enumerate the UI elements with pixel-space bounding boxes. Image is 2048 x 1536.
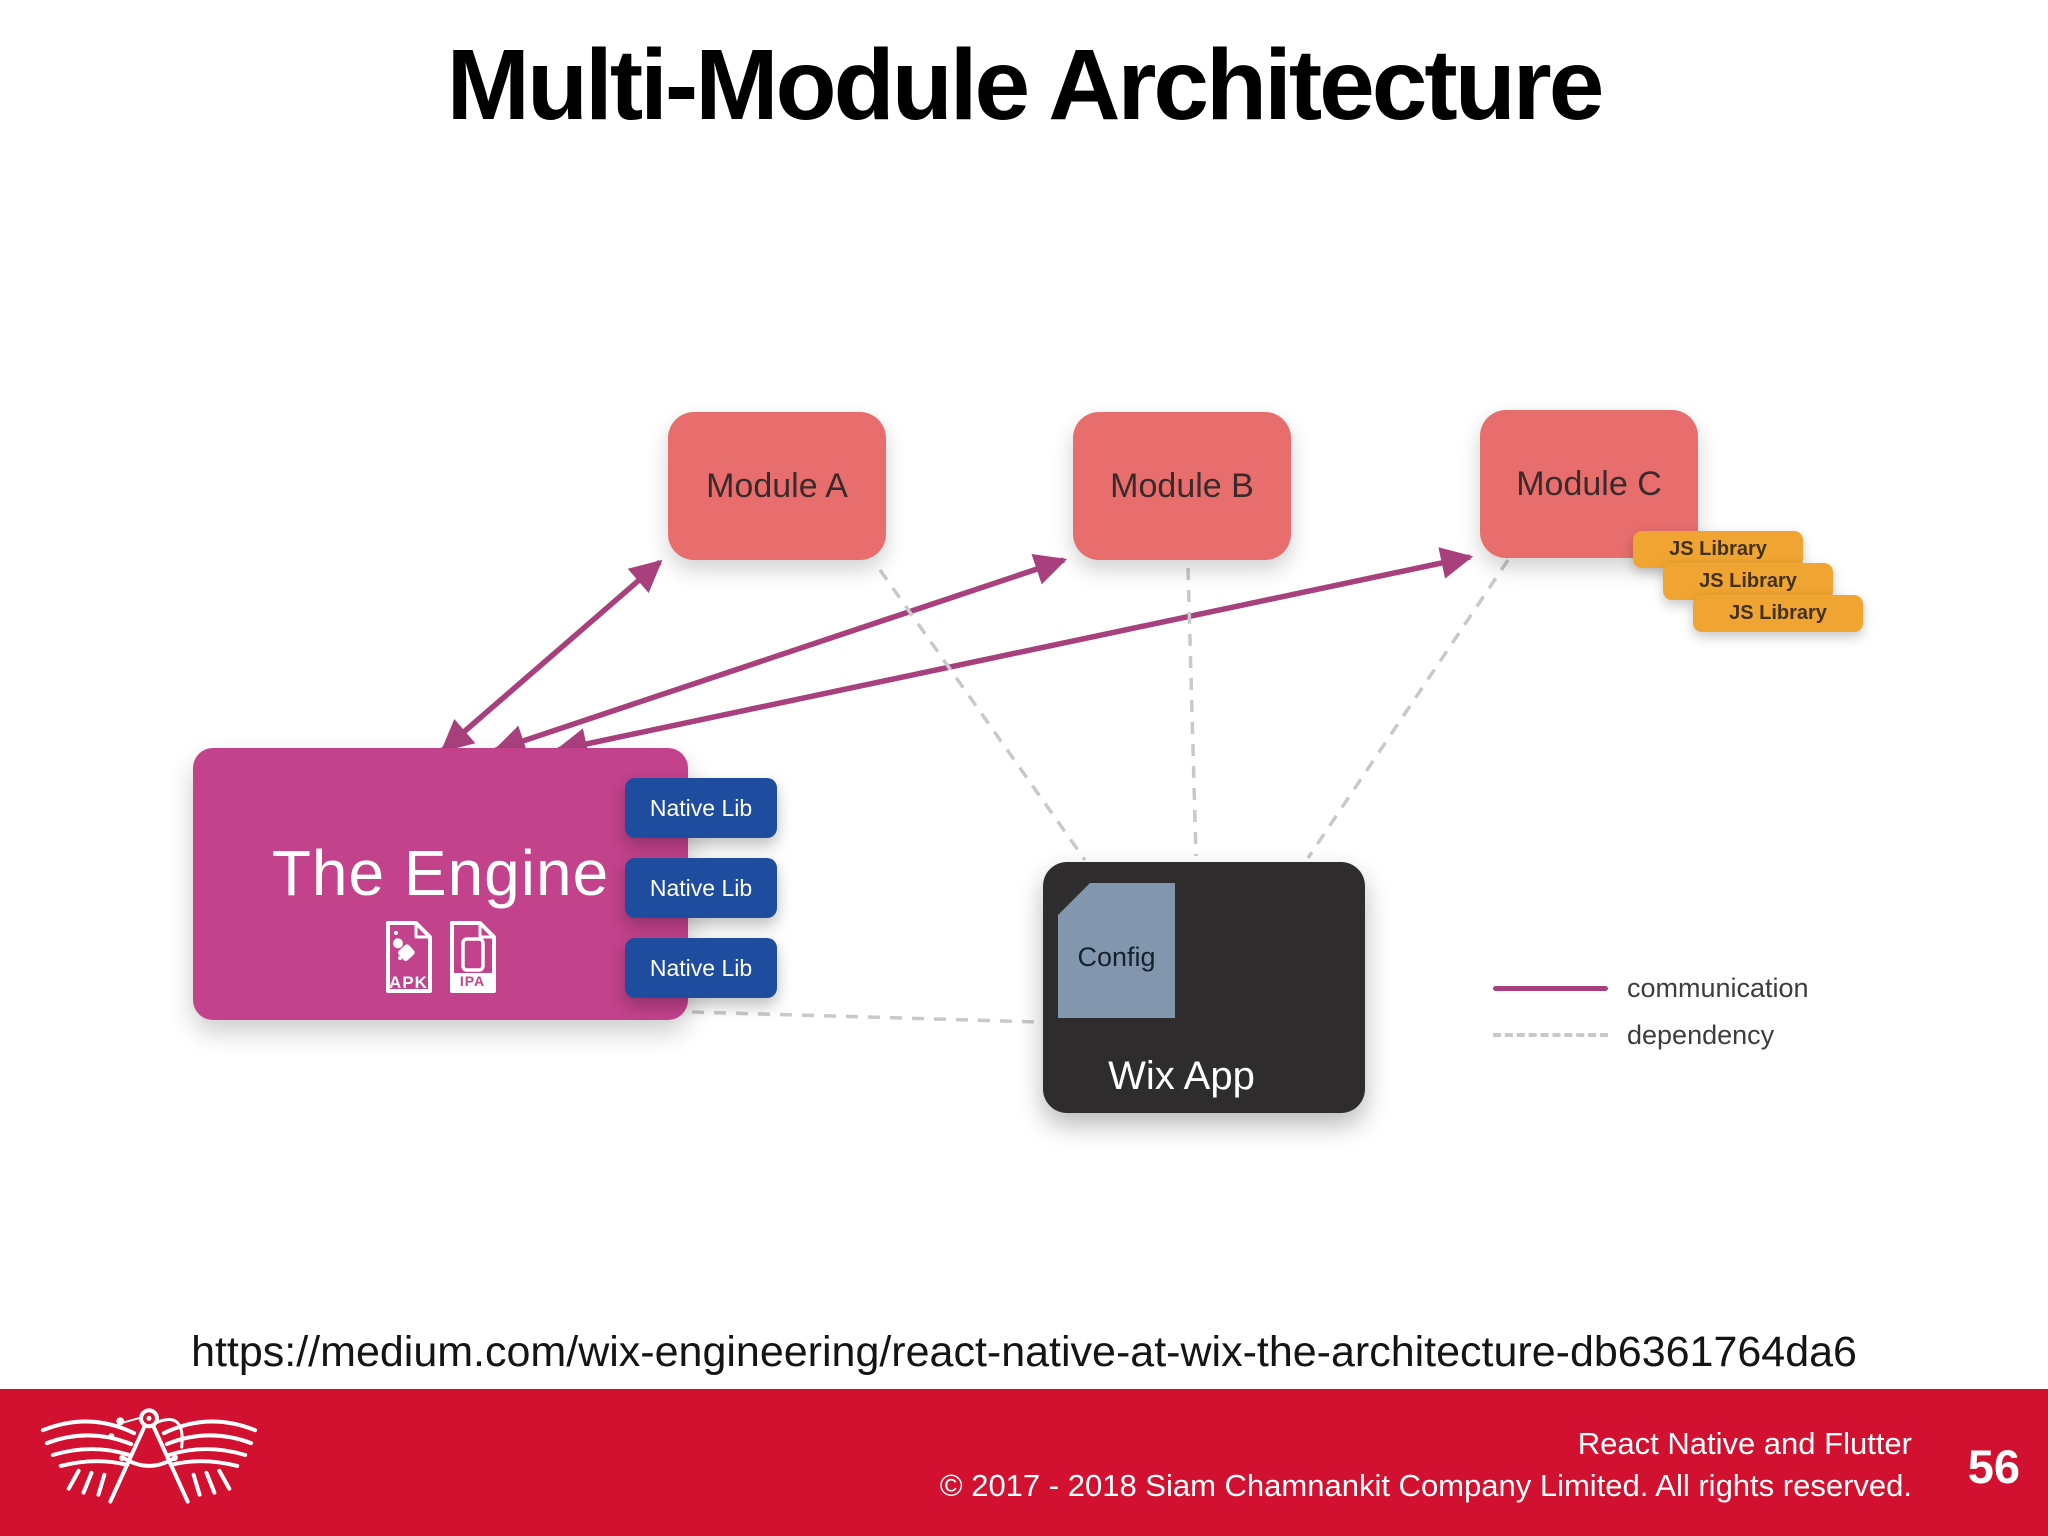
legend-communication-line: [1493, 986, 1608, 991]
wix-app-label: Wix App: [1108, 1054, 1255, 1098]
communication-arrow-engine-module-c: [554, 547, 1474, 760]
slide-title: Multi-Module Architecture: [446, 29, 1605, 141]
js-library-box-2: JS Library: [1663, 563, 1833, 600]
dependency-line-engine-wix-app: [691, 1010, 1041, 1024]
native-lib-label-2: Native Lib: [649, 874, 753, 901]
footer-copyright: © 2017 - 2018 Siam Chamnankit Company Li…: [939, 1468, 1912, 1503]
js-library-box-3: JS Library: [1693, 595, 1863, 632]
communication-arrow-engine-module-b: [492, 553, 1068, 757]
apk-label: APK: [389, 973, 428, 992]
footer-bar: React Native and Flutter © 2017 - 2018 S…: [0, 1389, 2048, 1536]
source-url-link[interactable]: https://medium.com/wix-engineering/react…: [191, 1328, 1857, 1376]
dependency-line-module-c-wix-app: [1306, 559, 1510, 859]
dependency-line-module-a-wix-app: [878, 568, 1087, 862]
module-a-box: Module A: [668, 412, 886, 560]
config-file-icon: Config: [1058, 883, 1175, 1018]
module-c-box: Module C: [1480, 410, 1698, 558]
native-lib-label-1: Native Lib: [649, 794, 753, 821]
js-library-label-3: JS Library: [1729, 602, 1827, 624]
legend-dependency-label: dependency: [1627, 1020, 1775, 1050]
js-library-box-1: JS Library: [1633, 531, 1803, 568]
js-library-label-1: JS Library: [1669, 538, 1767, 560]
ipa-label: IPA: [459, 973, 486, 989]
dependency-line-module-b-wix-app: [1186, 567, 1198, 857]
module-c-label: Module C: [1516, 464, 1662, 503]
legend-communication-label: communication: [1627, 973, 1809, 1003]
engine-build-artifacts: APK IPA: [384, 920, 498, 994]
apk-file-icon: APK: [384, 920, 434, 994]
engine-box: The Engine APK: [193, 748, 688, 1020]
footer-presentation-title: React Native and Flutter: [1577, 1426, 1912, 1461]
native-lib-box-2: Native Lib: [625, 858, 777, 918]
ipa-file-icon: IPA: [448, 920, 498, 994]
native-lib-box-3: Native Lib: [625, 938, 777, 998]
page-number: 56: [1967, 1440, 2020, 1493]
config-label: Config: [1077, 942, 1156, 972]
module-a-label: Module A: [706, 466, 848, 505]
footer-text-block: React Native and Flutter © 2017 - 2018 S…: [940, 1423, 1912, 1507]
engine-label: The Engine: [271, 837, 610, 909]
wix-app-box: Config Wix App: [1043, 862, 1365, 1113]
native-lib-box-1: Native Lib: [625, 778, 777, 838]
js-library-label-2: JS Library: [1699, 570, 1797, 592]
winged-compass-logo-icon: [40, 1408, 258, 1504]
module-b-label: Module B: [1110, 466, 1254, 505]
communication-arrow-engine-module-a: [440, 559, 663, 753]
legend-dependency-line: [1493, 1033, 1608, 1037]
module-b-box: Module B: [1073, 412, 1291, 560]
native-lib-label-3: Native Lib: [649, 954, 753, 981]
